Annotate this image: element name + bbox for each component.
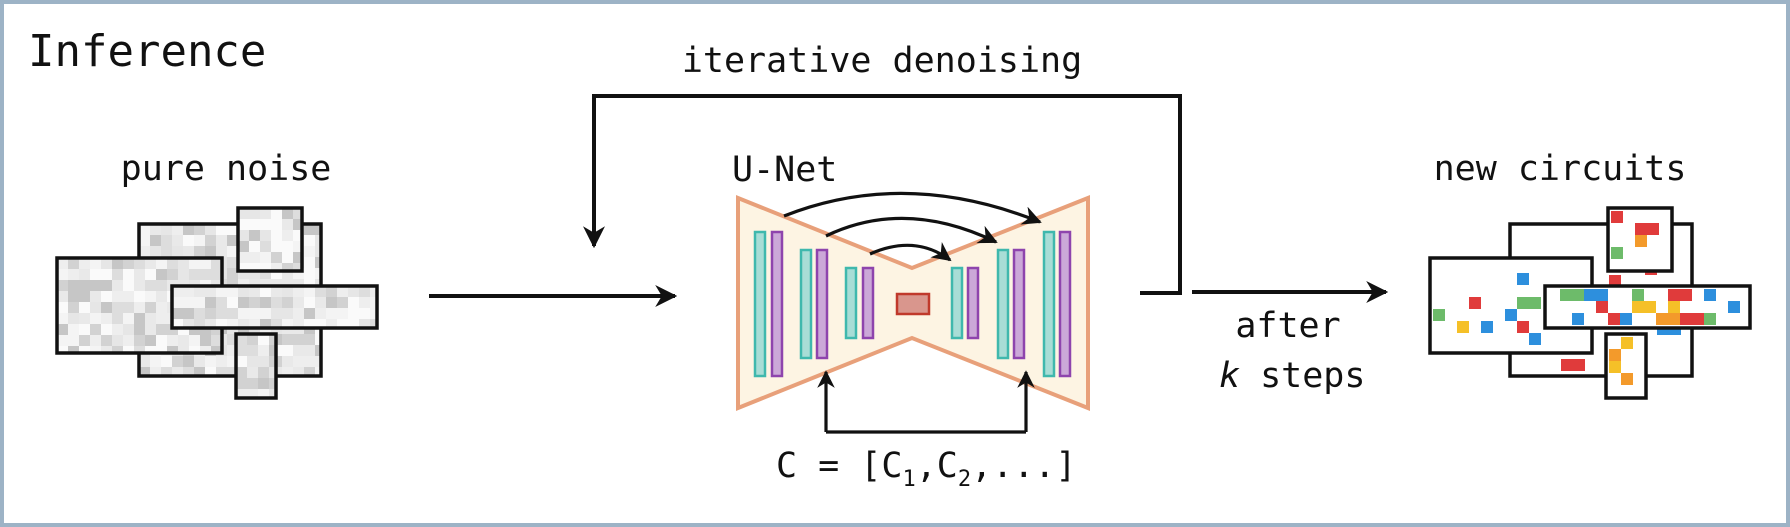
feature-map: [1058, 230, 1072, 378]
noise-box: [170, 284, 379, 330]
circuit-grid-stack: [1428, 206, 1752, 400]
unet-decoder-layers: [950, 230, 1072, 378]
feature-map: [1042, 230, 1056, 378]
circuit-box: [1543, 284, 1752, 330]
noise-box: [236, 206, 304, 273]
feature-map: [861, 266, 875, 340]
skip-connection-arrow: [783, 191, 1042, 225]
skip-connection-arrow: [869, 241, 952, 262]
panel-title: Inference: [28, 26, 266, 77]
skip-connection-arrow: [825, 216, 998, 244]
feature-map: [966, 266, 980, 340]
unet-label: U-Net: [732, 150, 837, 190]
noise-box: [234, 332, 278, 400]
feature-map: [770, 230, 784, 378]
noise-image-stack: [55, 206, 379, 400]
after-label: after: [1235, 306, 1340, 346]
new-circuits-label: new circuits: [1434, 149, 1687, 189]
feature-map: [753, 230, 767, 378]
condition-label: C = [C1,C2,...]: [776, 446, 1076, 492]
feature-map: [844, 266, 858, 340]
iterative-denoising-label: iterative denoising: [682, 41, 1082, 81]
pure-noise-label: pure noise: [121, 149, 332, 189]
feature-map: [950, 266, 964, 340]
feature-map: [815, 248, 829, 360]
denoising-loop-arrow: [583, 94, 1182, 295]
circuit-box: [1604, 332, 1648, 400]
unet-encoder-layers: [753, 230, 875, 378]
feature-map: [799, 248, 813, 360]
feature-map: [996, 248, 1010, 360]
feature-map: [1012, 248, 1026, 360]
circuit-box: [1606, 206, 1674, 273]
bottleneck: [895, 292, 931, 316]
